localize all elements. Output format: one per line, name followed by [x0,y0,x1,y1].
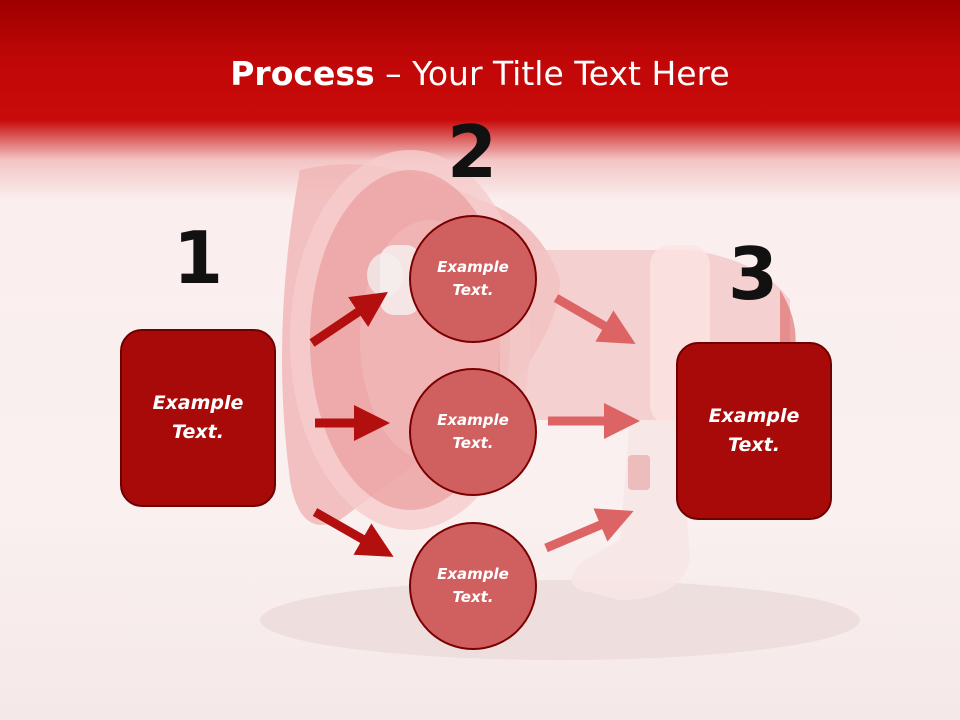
circle-bottom: Example Text. [409,522,537,650]
slide-title: Process – Your Title Text Here [0,52,960,96]
right-box-text: Example Text. [708,405,800,456]
circle-top: Example Text. [409,215,537,343]
header-band [0,0,960,200]
circle-middle: Example Text. [409,368,537,496]
circle-bottom-text: Example Text. [437,565,509,606]
arrow-2a-to-3 [553,294,636,345]
step-number-1: 1 [172,216,224,300]
circle-middle-text: Example Text. [437,411,509,452]
circle-top-text: Example Text. [437,258,509,299]
title-rest: – Your Title Text Here [374,54,730,93]
left-process-box: Example Text. [120,329,276,507]
left-box-text: Example Text. [152,392,244,443]
step-number-3: 3 [727,232,779,316]
arrow-1-to-2c [312,508,394,557]
title-bold: Process [230,54,375,93]
right-process-box: Example Text. [676,342,832,520]
arrow-2c-to-3 [544,508,634,553]
step-number-2: 2 [446,110,498,194]
arrow-1-to-2a [309,291,388,347]
